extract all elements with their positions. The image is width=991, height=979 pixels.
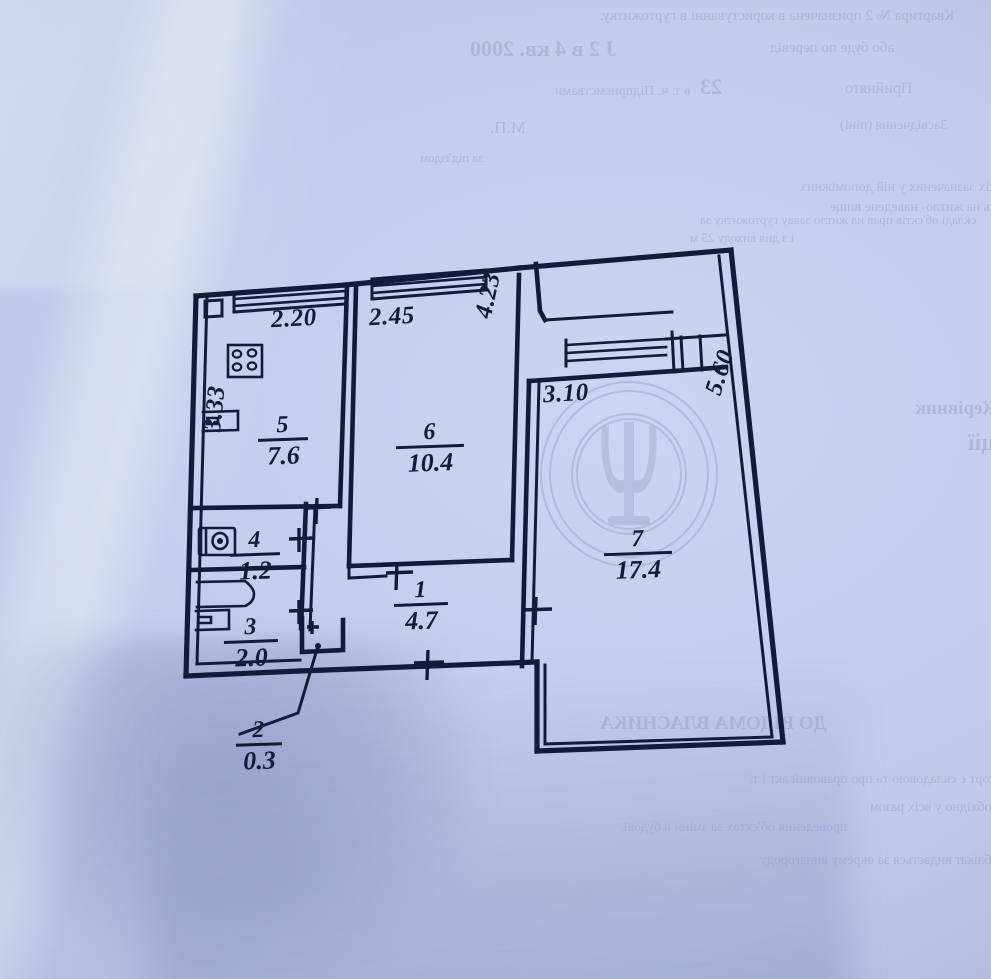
room-1-number: 1 bbox=[413, 576, 427, 604]
room6-window bbox=[370, 268, 488, 301]
outer-walls bbox=[183, 247, 786, 754]
room-7-area: 17.4 bbox=[615, 554, 662, 585]
paper-shadow-left bbox=[0, 640, 480, 979]
room-3-area: 2.0 bbox=[234, 642, 269, 673]
room-6-number: 6 bbox=[422, 418, 436, 446]
dim-kitchen-height: 3.33 bbox=[199, 384, 231, 433]
balcony bbox=[533, 261, 727, 374]
room-2-number: 2 bbox=[251, 716, 265, 744]
room-6-area: 10.4 bbox=[407, 447, 454, 478]
bathroom-sink bbox=[194, 608, 231, 632]
bathtub-fixture bbox=[195, 579, 256, 609]
dim-kitchen-width: 2.20 bbox=[270, 303, 318, 334]
closet-2 bbox=[299, 615, 346, 655]
toilet-fixture bbox=[197, 526, 237, 557]
closet-leader-line bbox=[238, 644, 320, 736]
room-3-number: 3 bbox=[243, 613, 257, 641]
room-4-area: 1.2 bbox=[238, 555, 273, 586]
dim-room7-width: 3.10 bbox=[542, 378, 590, 409]
paper-fold-highlight bbox=[0, 0, 240, 290]
room7-walls bbox=[519, 364, 729, 669]
kitchen-sink bbox=[201, 409, 240, 433]
room-2-area: 0.3 bbox=[242, 745, 277, 776]
room-5-area: 7.6 bbox=[266, 440, 301, 471]
kitchen-window bbox=[232, 283, 347, 314]
room-5-number: 5 bbox=[275, 411, 289, 439]
dim-room6-width: 2.45 bbox=[368, 301, 416, 332]
room-7-number: 7 bbox=[630, 525, 644, 553]
room-4-number: 4 bbox=[247, 526, 261, 554]
room-1-area: 4.7 bbox=[404, 605, 439, 636]
room6-walls bbox=[346, 272, 522, 580]
stove-icon bbox=[226, 343, 264, 379]
door-symbols bbox=[288, 497, 553, 681]
